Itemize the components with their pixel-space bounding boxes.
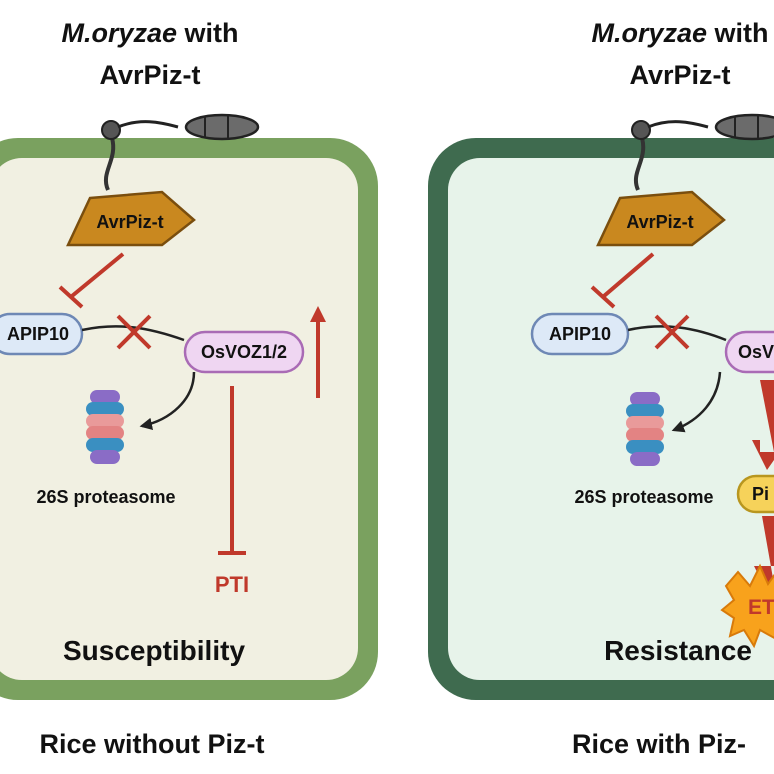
left-fungus-icon	[101, 113, 260, 191]
left-pti-label: PTI	[215, 572, 249, 597]
left-osvoz-label: OsVOZ1/2	[201, 342, 287, 362]
right-degradation-arrow	[671, 371, 722, 433]
left-outcome-label: Susceptibility	[63, 635, 245, 666]
left-inhibition-bar	[58, 285, 84, 309]
left-panel: M.oryzae with AvrPiz-t AvrPiz-t APIP10	[0, 18, 378, 759]
right-apip10-node	[530, 312, 630, 356]
right-inhibition-line	[602, 252, 655, 298]
right-pathogen-title: M.oryzae with	[591, 18, 768, 48]
right-activation-arrow-upper	[752, 380, 774, 470]
left-degradation-arrow	[139, 371, 196, 431]
right-proteasome-label: 26S proteasome	[574, 487, 713, 507]
right-blocked-x-icon	[654, 314, 690, 350]
left-effector-title: AvrPiz-t	[99, 60, 200, 90]
right-pathogen-species: M.oryzae	[591, 18, 707, 48]
right-pathogen-with: with	[707, 18, 769, 48]
left-pathogen-with: with	[177, 18, 239, 48]
right-inhibition-bar	[590, 285, 616, 309]
left-apip10-node	[0, 312, 84, 356]
left-proteasome-label: 26S proteasome	[36, 487, 175, 507]
right-proteasome-icon	[626, 392, 664, 466]
right-fungus-icon	[631, 113, 774, 191]
left-blocked-x-icon	[116, 314, 152, 350]
right-panel: M.oryzae with AvrPiz-t AvrPiz-t APIP10 O…	[428, 18, 774, 759]
left-interaction-line	[81, 325, 185, 342]
right-piz-node	[736, 474, 774, 514]
left-osvoz-node	[183, 330, 305, 374]
left-inhibition-line	[70, 252, 125, 298]
left-proteasome-icon	[86, 390, 124, 464]
right-effector-shape	[596, 190, 726, 247]
right-effector-label: AvrPiz-t	[626, 212, 693, 232]
right-effector-title: AvrPiz-t	[629, 60, 730, 90]
right-cell-interior	[448, 158, 774, 680]
right-apip10-label: APIP10	[549, 324, 611, 344]
left-effector-shape	[66, 190, 196, 247]
right-outcome-label: Resistance	[604, 635, 752, 666]
right-osvoz-label: OsV	[738, 342, 774, 362]
right-piz-label: Pi	[752, 484, 769, 504]
left-pathogen-species: M.oryzae	[61, 18, 177, 48]
right-osvoz-node	[724, 330, 774, 374]
left-apip10-label: APIP10	[7, 324, 69, 344]
right-caption: Rice with Piz-	[572, 729, 746, 759]
left-caption: Rice without Piz-t	[40, 729, 265, 759]
left-effector-label: AvrPiz-t	[96, 212, 163, 232]
left-pathogen-title: M.oryzae with	[61, 18, 238, 48]
right-eti-burst-icon	[720, 563, 774, 649]
right-eti-label: ET	[748, 596, 774, 619]
left-cell-interior	[0, 158, 358, 680]
